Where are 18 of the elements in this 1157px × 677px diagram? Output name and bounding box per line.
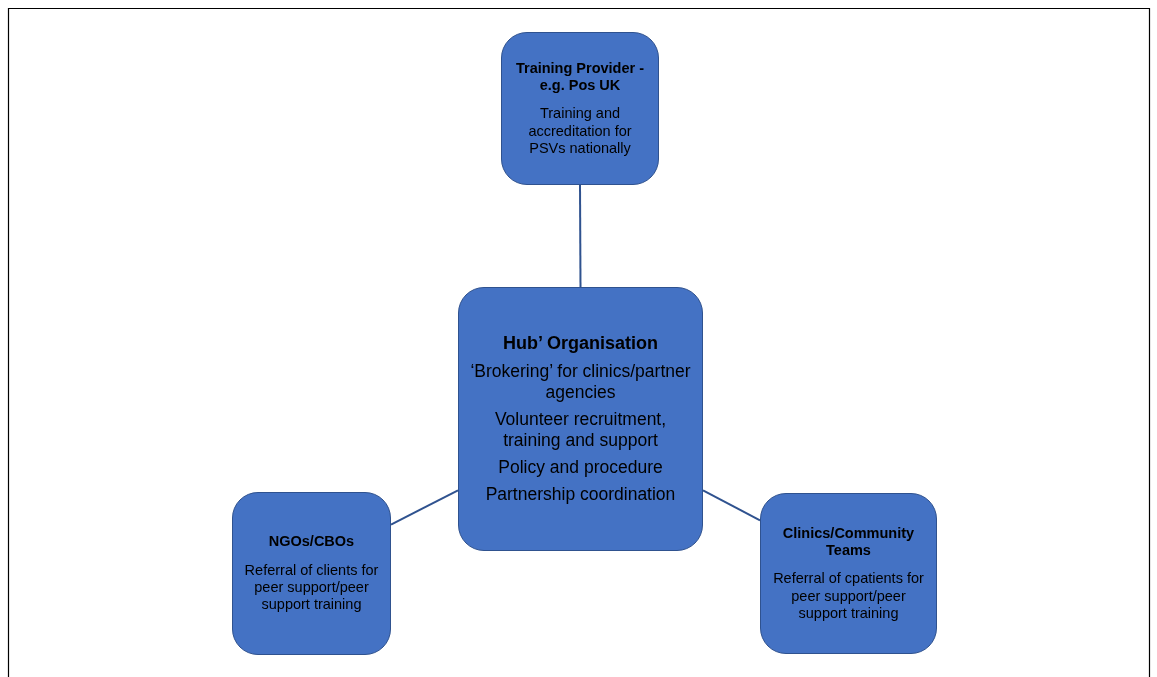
- rounded-box: [501, 32, 659, 185]
- box-heading: NGOs/CBOs: [268, 533, 355, 551]
- box-text: Volunteer recruitment, training and support: [493, 408, 668, 451]
- box-text: Policy and procedure: [498, 456, 663, 478]
- box-text: Training and accreditation for PSVs nationally: [527, 105, 633, 158]
- box-heading: Hub’ Organisation: [503, 333, 658, 355]
- box-text: ‘Brokering’ for clinics/partner agencies: [469, 360, 692, 403]
- connector-line: [702, 489, 761, 522]
- connector-line: [579, 184, 582, 288]
- connector-line: [390, 489, 459, 526]
- rounded-box: [458, 287, 703, 551]
- rounded-box: [232, 492, 391, 655]
- box-text: Partnership coordination: [485, 483, 676, 505]
- rounded-box: [760, 493, 937, 654]
- box-text: Referral of clients for peer support/peer support training: [243, 561, 380, 614]
- box-text: Referral of cpatients for peer support/peer support training: [772, 570, 925, 623]
- box-heading: Clinics/Community Teams: [781, 524, 916, 560]
- box-heading: Training Provider - e.g. Pos UK: [514, 59, 646, 95]
